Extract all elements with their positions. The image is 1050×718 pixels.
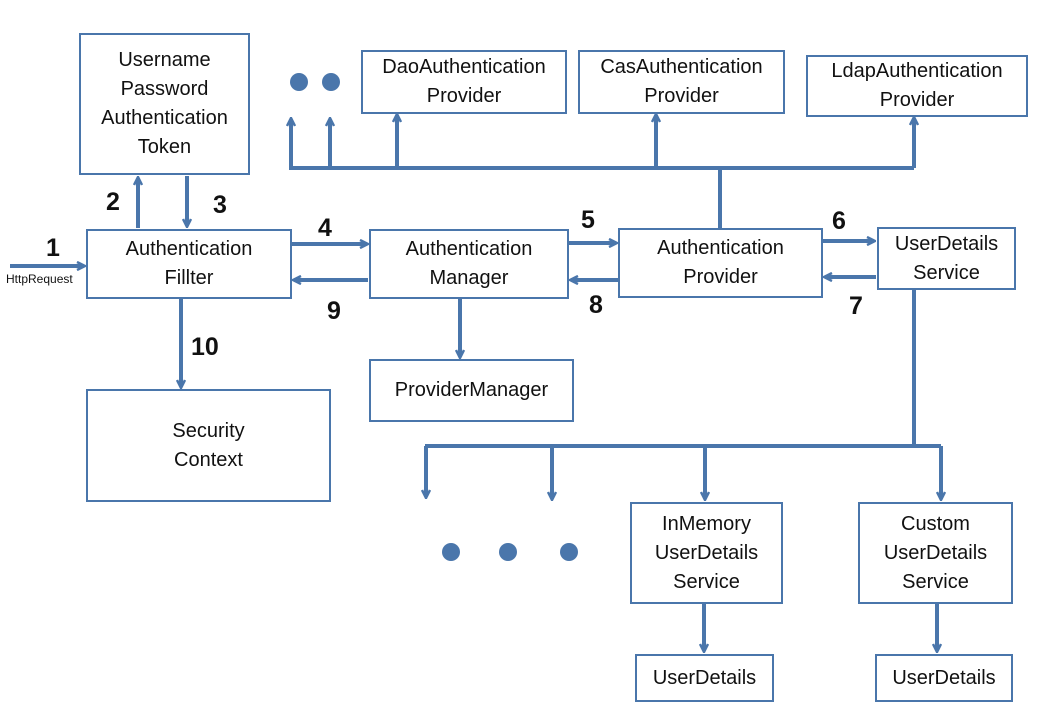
- userdetails-box: UserDetails: [875, 654, 1013, 702]
- authentication-manager-box: Authentication Manager: [369, 229, 569, 299]
- step-label-6: 6: [832, 207, 846, 235]
- http-request-label: HttpRequest: [6, 272, 73, 286]
- step-label-8: 8: [589, 291, 603, 319]
- security-context-box: Security Context: [86, 389, 331, 502]
- step-label-2: 2: [106, 188, 120, 216]
- inmemory-userdetails-service-box: InMemory UserDetails Service: [630, 502, 783, 604]
- ellipsis-dot: [290, 73, 308, 91]
- provider-manager-box: ProviderManager: [369, 359, 574, 422]
- ellipsis-dot: [442, 543, 460, 561]
- username-password-authentication-token-box: Username Password Authentication Token: [79, 33, 250, 175]
- step-label-9: 9: [327, 297, 341, 325]
- userdetails-box: UserDetails: [635, 654, 774, 702]
- ldap-authentication-provider-box: LdapAuthentication Provider: [806, 55, 1028, 117]
- custom-userdetails-service-box: Custom UserDetails Service: [858, 502, 1013, 604]
- dao-authentication-provider-box: DaoAuthentication Provider: [361, 50, 567, 114]
- authentication-provider-box: Authentication Provider: [618, 228, 823, 298]
- userdetails-service-box: UserDetails Service: [877, 227, 1016, 290]
- step-label-10: 10: [191, 333, 219, 361]
- step-label-7: 7: [849, 292, 863, 320]
- step-label-3: 3: [213, 191, 227, 219]
- step-label-5: 5: [581, 206, 595, 234]
- step-label-4: 4: [318, 214, 332, 242]
- cas-authentication-provider-box: CasAuthentication Provider: [578, 50, 785, 114]
- ellipsis-dot: [499, 543, 517, 561]
- step-label-1: 1: [46, 234, 60, 262]
- ellipsis-dot: [322, 73, 340, 91]
- authentication-filter-box: Authentication Fillter: [86, 229, 292, 299]
- ellipsis-dot: [560, 543, 578, 561]
